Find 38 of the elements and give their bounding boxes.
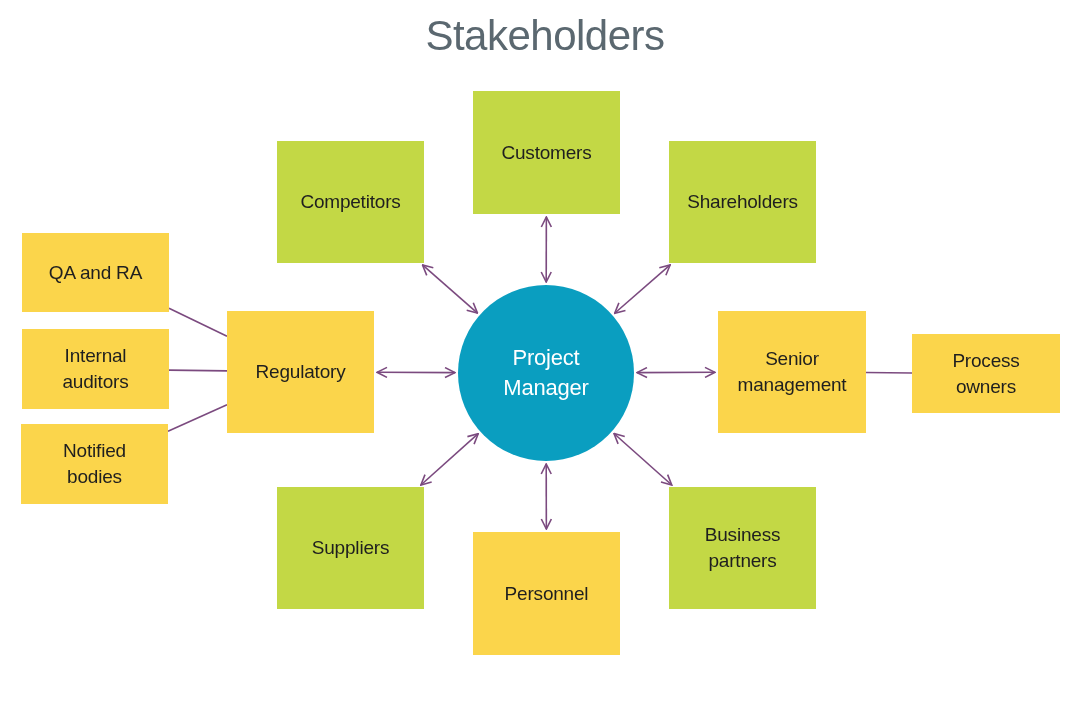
double-arrow <box>421 264 479 314</box>
node-label: Project Manager <box>502 344 590 402</box>
stakeholder-box <box>669 141 816 263</box>
node-label: Notified bodies <box>62 439 127 489</box>
stakeholder-box <box>718 311 866 433</box>
stakeholder-box <box>227 311 374 433</box>
node-label: Shareholders <box>687 190 798 214</box>
node-label: Personnel <box>504 581 589 606</box>
double-arrow <box>376 366 456 379</box>
double-arrow <box>613 432 673 486</box>
connector-line <box>168 307 228 338</box>
connector-line <box>167 404 228 432</box>
double-arrow <box>540 463 553 530</box>
stakeholder-box <box>473 532 620 655</box>
node-label: QA and RA <box>48 260 143 285</box>
double-arrow <box>420 432 479 486</box>
stakeholder-box <box>912 334 1060 413</box>
stakeholder-box <box>22 233 169 312</box>
diagram-title: Stakeholders <box>424 11 666 61</box>
double-arrow <box>540 216 553 283</box>
stakeholder-box <box>277 487 424 609</box>
node-label: Process owners <box>951 348 1021 399</box>
node-label: Competitors <box>300 190 401 214</box>
stakeholder-box <box>473 91 620 214</box>
node-label: Customers <box>501 140 592 165</box>
connector-line <box>865 371 913 374</box>
connector-line <box>168 369 228 372</box>
stakeholder-box <box>22 329 169 409</box>
node-label: Internal auditors <box>61 344 130 394</box>
node-label: Suppliers <box>311 536 390 560</box>
stakeholder-box <box>669 487 816 609</box>
node-label: Senior management <box>736 347 848 397</box>
double-arrow <box>613 264 671 315</box>
node-label: Regulatory <box>255 360 346 384</box>
node-label: Business partners <box>703 523 782 573</box>
double-arrow <box>636 366 716 379</box>
stakeholder-box <box>21 424 168 504</box>
stakeholder-box <box>277 141 424 263</box>
